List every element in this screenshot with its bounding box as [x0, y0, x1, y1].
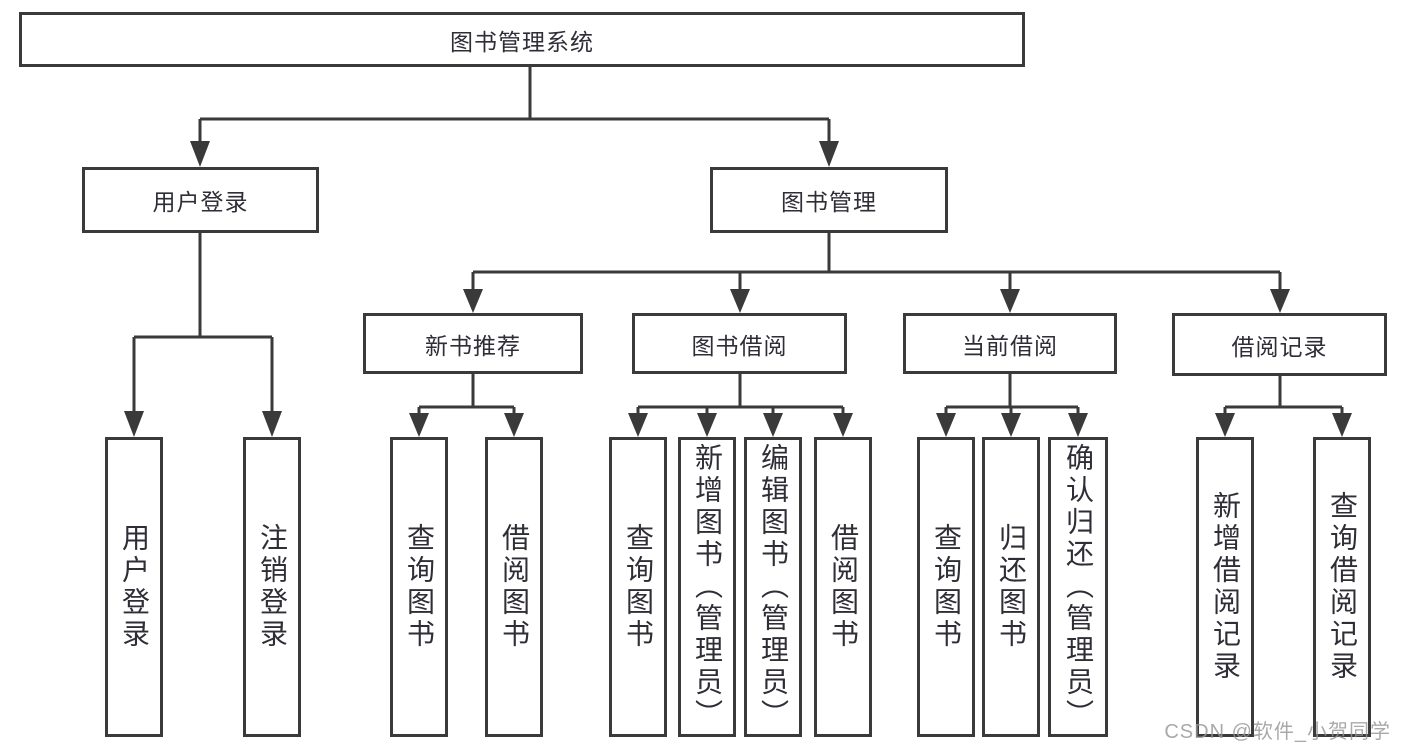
connector-new-book — [417, 374, 516, 418]
node-label: 查询图书 — [404, 523, 435, 651]
leaf-query-books-current: 查询图书 — [917, 437, 975, 737]
node-label: 图书管理系统 — [450, 28, 594, 55]
connector-root — [198, 67, 831, 146]
leaf-return-book: 归还图书 — [982, 437, 1040, 737]
connector-user-login — [132, 233, 274, 416]
arrow-icon — [409, 413, 429, 437]
node-label: 确认归还（管理员） — [1063, 443, 1094, 731]
leaf-query-books-borrow: 查询图书 — [609, 437, 667, 737]
arrow-icon — [730, 289, 750, 313]
arrow-icon — [1068, 413, 1088, 437]
connector-borrowing-records — [1223, 376, 1344, 418]
node-user-login: 用户登录 — [82, 167, 319, 233]
arrow-icon — [833, 413, 853, 437]
connector-book-management — [471, 233, 1282, 292]
arrow-icon — [936, 413, 956, 437]
node-label: 图书借阅 — [691, 332, 788, 359]
node-current-borrowing: 当前借阅 — [903, 313, 1117, 374]
arrow-icon — [463, 289, 483, 313]
node-label: 借阅记录 — [1231, 333, 1328, 360]
node-borrowing-records: 借阅记录 — [1172, 313, 1387, 376]
node-label: 当前借阅 — [962, 332, 1058, 359]
arrow-icon — [1001, 413, 1021, 437]
arrow-icon — [697, 413, 717, 437]
node-label: 注销登录 — [257, 523, 288, 651]
node-label: 借阅图书 — [499, 523, 530, 651]
leaf-query-books-recommend: 查询图书 — [390, 437, 448, 737]
node-label: 图书管理 — [781, 189, 877, 215]
arrow-icon — [1215, 413, 1235, 437]
leaf-query-borrow-record: 查询借阅记录 — [1313, 437, 1371, 737]
node-label: 用户登录 — [152, 189, 249, 215]
connector-book-borrowing — [636, 374, 845, 418]
node-label: 借阅图书 — [828, 523, 859, 651]
leaf-borrow-books: 借阅图书 — [814, 437, 872, 737]
node-label: 新增图书（管理员） — [692, 443, 723, 731]
arrow-icon — [1332, 413, 1352, 437]
node-library-system: 图书管理系统 — [19, 12, 1025, 67]
arrow-icon — [190, 141, 210, 167]
arrow-icon — [504, 413, 524, 437]
node-label: 归还图书 — [996, 523, 1027, 651]
leaf-add-book-admin: 新增图书（管理员） — [678, 437, 736, 737]
connector-current-borrowing — [944, 374, 1080, 418]
node-label: 查询借阅记录 — [1327, 491, 1358, 683]
node-label: 查询图书 — [623, 523, 654, 651]
node-label: 用户登录 — [119, 523, 150, 651]
arrow-icon — [763, 413, 783, 437]
leaf-logout: 注销登录 — [243, 437, 301, 737]
node-label: 编辑图书（管理员） — [758, 443, 789, 731]
arrow-icon — [819, 141, 839, 167]
node-book-borrowing: 图书借阅 — [632, 313, 847, 374]
node-book-management: 图书管理 — [710, 167, 948, 233]
leaf-confirm-return-admin: 确认归还（管理员） — [1048, 437, 1108, 737]
arrow-icon — [1000, 289, 1020, 313]
arrow-icon — [1270, 289, 1290, 313]
node-label: 新书推荐 — [425, 332, 521, 359]
leaf-edit-book-admin: 编辑图书（管理员） — [744, 437, 802, 737]
arrow-icon — [262, 411, 282, 437]
node-new-book-recommendation: 新书推荐 — [363, 313, 583, 374]
node-label: 新增借阅记录 — [1210, 491, 1241, 683]
leaf-user-login: 用户登录 — [105, 437, 163, 737]
csdn-watermark: CSDN @软件_小贺同学 — [1164, 721, 1391, 743]
arrow-icon — [628, 413, 648, 437]
leaf-add-borrow-record: 新增借阅记录 — [1196, 437, 1254, 737]
node-label: 查询图书 — [931, 523, 962, 651]
arrow-icon — [124, 411, 144, 437]
leaf-borrow-books-recommend: 借阅图书 — [485, 437, 543, 737]
